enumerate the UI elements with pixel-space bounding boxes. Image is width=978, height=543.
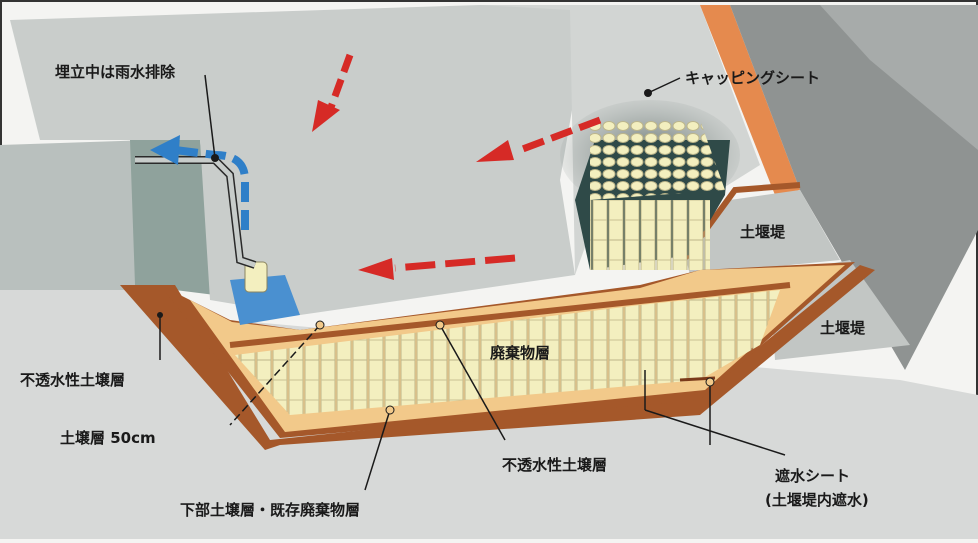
leader-dots xyxy=(157,89,715,415)
capping-surface xyxy=(10,5,590,315)
rain-arrow-1-head xyxy=(312,100,340,132)
label-soil-layer-50cm: 土壌層 50cm xyxy=(60,429,156,447)
sheet-orange-strip xyxy=(700,5,800,195)
mid-brown-layer xyxy=(229,282,791,348)
left-wall-face xyxy=(130,140,215,295)
label-impermeable-soil-bottom: 不透水性土壌層 xyxy=(502,456,608,474)
impermeable-soil-outer xyxy=(120,265,875,450)
earth-bank-upper xyxy=(685,190,840,275)
drain-arrow-head xyxy=(150,135,180,165)
label-lower-soil-existing-waste: 下部土壌層・既存廃棄物層 xyxy=(180,501,361,519)
upper-cell-drum-tops xyxy=(590,120,725,200)
right-wall-top xyxy=(820,5,978,150)
label-earth-bank-upper: 土堰堤 xyxy=(740,223,786,241)
label-waste-layer: 廃棄物層 xyxy=(490,344,551,362)
rain-arrow-3 xyxy=(394,254,516,272)
label-water-barrier-sheet: 遮水シート xyxy=(775,467,851,485)
label-earth-bank-lower: 土堰堤 xyxy=(820,319,866,337)
rain-arrow-2-head xyxy=(476,140,514,162)
drain-pipe xyxy=(135,157,256,268)
rain-arrow-2 xyxy=(518,116,602,154)
waste-drums xyxy=(235,290,780,415)
label-capping-sheet: キャッピングシート xyxy=(685,69,821,87)
upper-cell-drums xyxy=(590,200,710,270)
rain-arrow-1 xyxy=(326,53,354,112)
label-water-barrier-sheet-note: (土堰堤内遮水) xyxy=(765,491,869,509)
leader-lines xyxy=(159,74,786,491)
rain-arrow-3-head xyxy=(358,258,394,280)
label-impermeable-soil-left: 不透水性土壌層 xyxy=(20,371,126,389)
left-wall xyxy=(0,140,150,290)
label-rain-drainage: 埋立中は雨水排除 xyxy=(55,63,176,81)
